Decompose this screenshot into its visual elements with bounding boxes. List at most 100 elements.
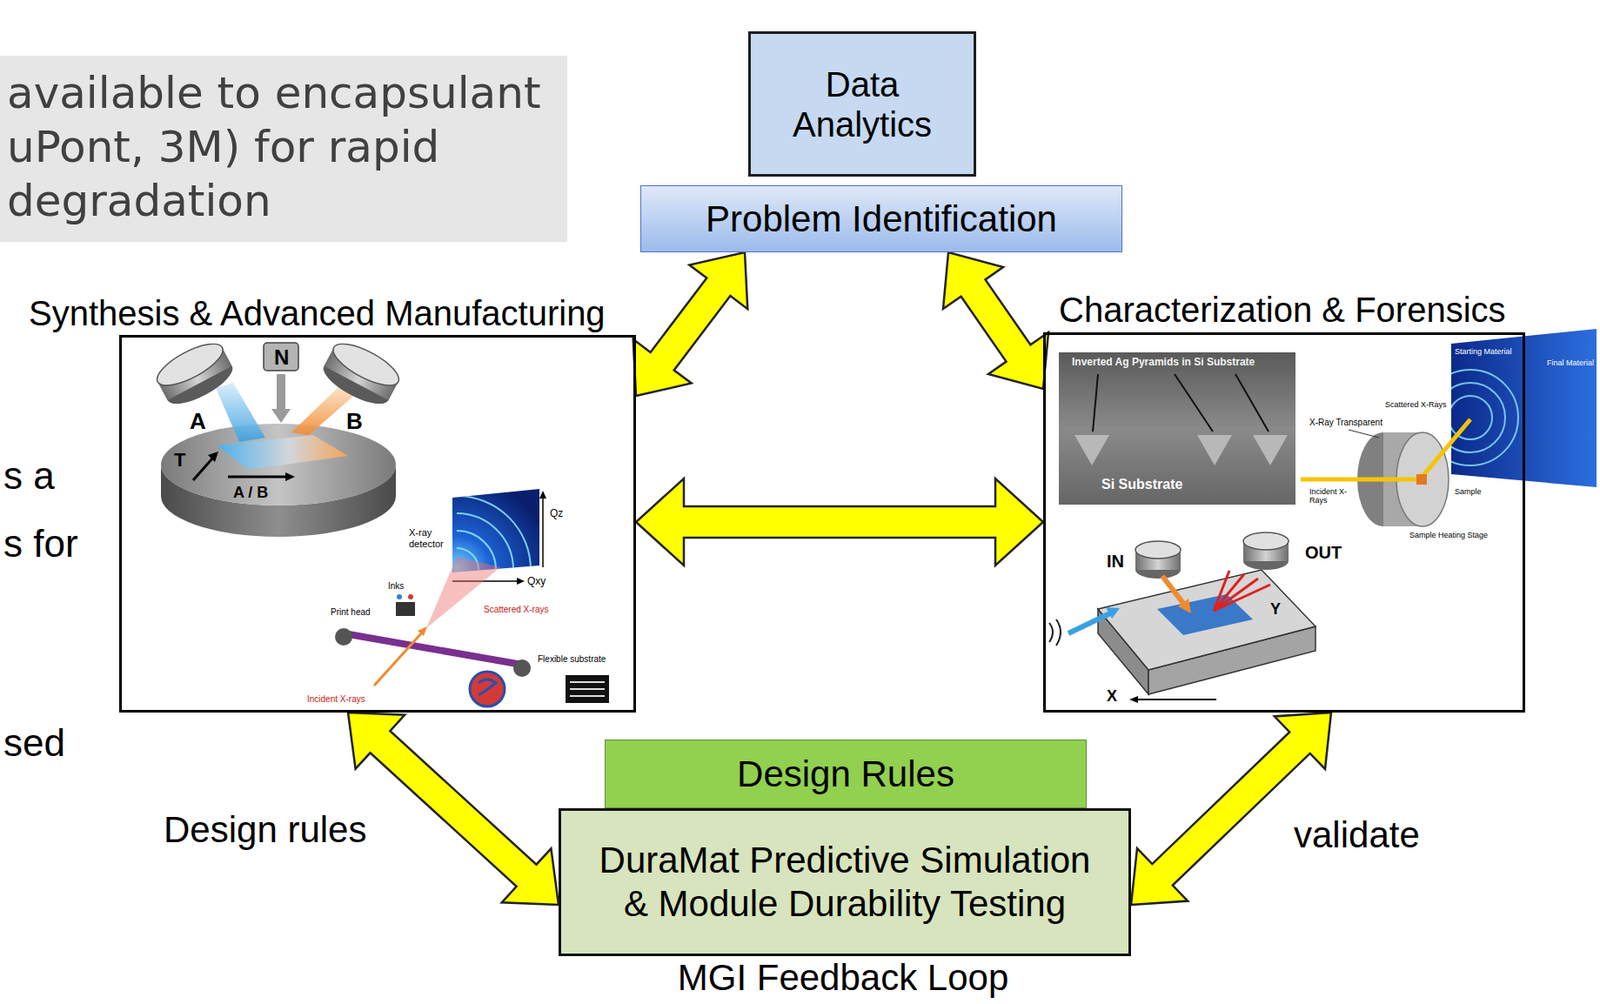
box-text: DuraMat Predictive Simulation & Module D… bbox=[588, 838, 1102, 926]
printing-figure bbox=[569, 688, 605, 690]
deposition-figure bbox=[271, 374, 291, 423]
figure-label: Y bbox=[1270, 600, 1281, 619]
sem-image bbox=[1058, 352, 1296, 505]
deposition-figure bbox=[215, 382, 266, 442]
deposition-figure bbox=[151, 335, 405, 537]
printing-figure bbox=[343, 633, 523, 665]
printing-figure bbox=[469, 671, 505, 707]
block-arrow bbox=[635, 478, 1044, 566]
heating-stage-figure bbox=[1300, 477, 1420, 483]
mapping-stage-figure bbox=[1213, 570, 1271, 611]
figure-label: X-Ray Transparent bbox=[1309, 417, 1383, 429]
mapping-stage-figure bbox=[1243, 532, 1289, 550]
deposition-figure bbox=[285, 472, 295, 482]
figure-label: Incident X-Rays bbox=[1309, 487, 1348, 506]
figure-label: A bbox=[189, 408, 207, 436]
printing-figure bbox=[417, 626, 428, 636]
figure-label: Si Substrate bbox=[1101, 476, 1183, 493]
figure-label: Incident X-rays bbox=[306, 694, 367, 705]
figure-label: s a bbox=[3, 454, 55, 499]
deposition-figure bbox=[193, 458, 213, 481]
mapping-stage-figure bbox=[1049, 619, 1061, 646]
heating-stage-figure bbox=[1448, 395, 1493, 440]
heating-stage-figure bbox=[1416, 474, 1427, 485]
printing-figure bbox=[408, 594, 414, 600]
printing-figure bbox=[456, 495, 531, 570]
sem-image bbox=[1174, 374, 1213, 432]
banner-box: Problem Identification bbox=[640, 185, 1123, 253]
banner-box: Design Rules bbox=[604, 739, 1087, 809]
figure-label: IN bbox=[1106, 551, 1125, 572]
process-box: Data Analytics bbox=[748, 31, 977, 177]
mapping-stage-figure bbox=[1136, 698, 1217, 701]
mapping-stage-figure bbox=[1068, 612, 1112, 634]
figure-label: T bbox=[174, 448, 186, 471]
sem-image bbox=[1058, 352, 1296, 505]
figure-label: Qz bbox=[549, 508, 563, 521]
printing-figure bbox=[569, 681, 605, 683]
figure-label: Scattered X-Rays bbox=[1385, 400, 1447, 409]
deposition-figure bbox=[317, 335, 405, 412]
sem-image bbox=[1092, 374, 1269, 432]
figure-label: Inks bbox=[388, 581, 404, 592]
figure-label: Starting Material bbox=[1454, 347, 1513, 356]
box-text: Problem Identification bbox=[705, 198, 1058, 241]
printing-figure bbox=[374, 631, 423, 686]
figure-label: X-ray detector bbox=[408, 527, 451, 549]
figure-label: Inverted Ag Pyramids in Si Substrate bbox=[1071, 356, 1255, 369]
mapping-stage-figure bbox=[1178, 598, 1192, 614]
figure-label: s for bbox=[3, 522, 79, 567]
printing-figure bbox=[478, 679, 496, 696]
sem-image bbox=[1197, 435, 1232, 466]
printing-figure bbox=[396, 594, 402, 600]
deposition-figure bbox=[217, 435, 349, 470]
figure-label: N bbox=[274, 345, 289, 370]
edge-label: validate bbox=[1293, 814, 1420, 857]
sem-image bbox=[1235, 374, 1269, 432]
figure-label: Sample bbox=[1454, 487, 1482, 496]
sem-image bbox=[1092, 374, 1098, 432]
figure-label: Print head bbox=[330, 607, 371, 618]
mapping-stage-figure bbox=[1135, 541, 1181, 559]
note-panel: available to encapsulant uPont, 3M) for … bbox=[0, 55, 568, 242]
deposition-figure bbox=[151, 335, 228, 394]
figure-label: A / B bbox=[233, 483, 268, 503]
box-text: available to encapsulant uPont, 3M) for … bbox=[6, 66, 561, 228]
deposition-figure bbox=[227, 475, 288, 479]
figure-label: OUT bbox=[1305, 542, 1342, 563]
figure-label: Qxy bbox=[527, 575, 546, 589]
figure-label: Flexible substrate bbox=[537, 654, 606, 665]
figure-label: sed bbox=[3, 721, 66, 766]
mapping-stage-figure bbox=[1097, 569, 1316, 670]
printing-figure bbox=[513, 659, 531, 677]
printing-figure bbox=[539, 490, 547, 499]
printing-figure bbox=[565, 675, 610, 703]
figure-label: Scattered X-rays bbox=[482, 604, 549, 616]
printing-figure bbox=[456, 495, 531, 570]
figure-label: X bbox=[1106, 687, 1118, 706]
printing-figure bbox=[426, 556, 501, 629]
figure-label: B bbox=[346, 408, 363, 436]
printing-figure bbox=[334, 488, 610, 707]
box-text: Data Analytics bbox=[775, 64, 950, 145]
mapping-stage-figure bbox=[1105, 607, 1120, 619]
deposition-figure bbox=[207, 451, 219, 462]
printing-figure bbox=[542, 497, 544, 568]
mapping-stage-figure bbox=[1049, 532, 1316, 703]
panel-heading: Characterization & Forensics bbox=[1058, 289, 1507, 330]
diagram-caption: MGI Feedback Loop bbox=[677, 957, 1010, 999]
mapping-stage-figure bbox=[1129, 696, 1139, 703]
printing-figure bbox=[334, 628, 353, 646]
block-arrow bbox=[348, 712, 559, 905]
printing-figure bbox=[569, 695, 605, 697]
deposition-figure bbox=[160, 423, 396, 506]
mapping-stage-figure bbox=[1162, 575, 1185, 606]
box-text: Design Rules bbox=[736, 753, 955, 796]
deposition-figure bbox=[151, 335, 239, 412]
heating-stage-figure bbox=[1435, 382, 1506, 453]
heating-stage-figure bbox=[1419, 419, 1471, 480]
heating-stage-figure bbox=[1300, 328, 1597, 527]
heating-stage-figure bbox=[1348, 429, 1380, 438]
process-box: DuraMat Predictive Simulation & Module D… bbox=[558, 808, 1132, 957]
panel-heading: Synthesis & Advanced Manufacturing bbox=[28, 293, 606, 334]
